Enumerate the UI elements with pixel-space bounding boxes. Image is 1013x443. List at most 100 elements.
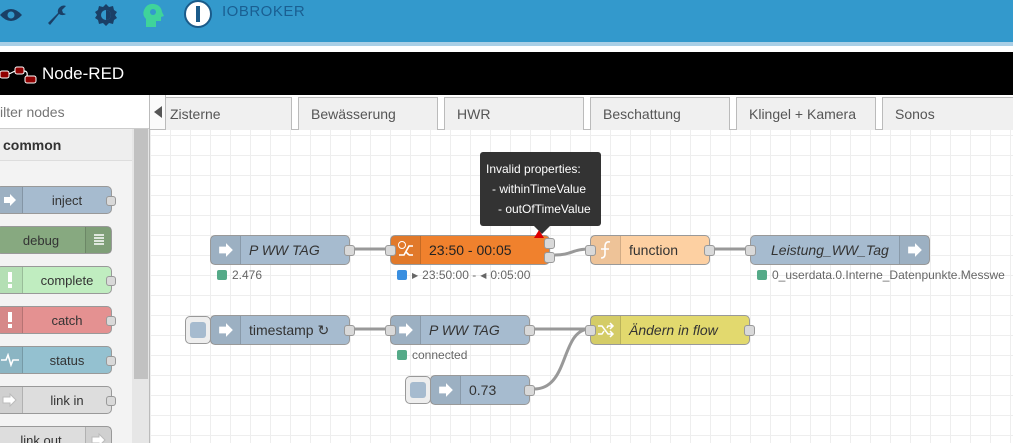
tab-scroll-left-button[interactable]: [150, 95, 166, 129]
flow-node-label: Leistung_WW_Tag: [771, 242, 889, 258]
arrow-right-icon: [899, 236, 929, 264]
tab-label: HWR: [457, 106, 491, 122]
flow-node-timestamp-inject[interactable]: timestamp ↻: [210, 315, 355, 345]
iobroker-logo-icon: [184, 0, 212, 28]
output-port[interactable]: [106, 396, 116, 406]
palette-node-complete[interactable]: complete: [0, 266, 116, 294]
output-port[interactable]: [524, 385, 535, 396]
back-icon: ◀: [480, 270, 487, 280]
output-port[interactable]: [106, 196, 116, 206]
output-port[interactable]: [744, 325, 755, 336]
settings-icon[interactable]: [93, 2, 119, 28]
status-text: 0_userdata.0.Interne_Datenpunkte.Messwe: [772, 268, 1005, 282]
palette-node-debug[interactable]: debug: [0, 226, 112, 254]
tab-klingel-kamera[interactable]: Klingel + Kamera: [736, 97, 876, 130]
palette-node-label: status: [49, 352, 85, 368]
palette-node-label: inject: [51, 192, 83, 208]
palette-node-label: debug: [22, 232, 60, 248]
output-port[interactable]: [524, 325, 535, 336]
arrow-right-icon: [211, 236, 241, 264]
flow-node-label: Ändern in flow: [629, 322, 718, 338]
output-port[interactable]: [106, 316, 116, 326]
flow-node-label: 23:50 - 00:05: [429, 242, 512, 258]
inject-trigger-button[interactable]: [185, 316, 211, 344]
brand-name: IOBROKER: [222, 3, 306, 20]
input-port[interactable]: [385, 325, 396, 336]
palette-node-label: link out: [20, 432, 62, 443]
output-port[interactable]: [106, 356, 116, 366]
node-palette: common inject debug complete catch statu…: [0, 95, 150, 443]
output-port[interactable]: [704, 245, 715, 256]
inject-button-face: [410, 382, 426, 398]
flow-node-change[interactable]: Ändern in flow: [585, 315, 755, 345]
tab-label: Zisterne: [170, 106, 221, 122]
status-dot: [397, 350, 407, 360]
tab-label: Beschattung: [603, 106, 681, 122]
status-text: 23:50:00 -: [422, 268, 477, 282]
flow-node-p-ww-tag-get[interactable]: P WW TAG: [385, 315, 535, 345]
palette-node-catch[interactable]: catch: [0, 306, 116, 334]
filter-nodes-input[interactable]: [0, 95, 149, 129]
arrow-right-icon: [391, 316, 421, 344]
flow-node-time-switch[interactable]: 23:50 - 00:05: [385, 230, 555, 265]
status-dot: [217, 270, 227, 280]
palette-category-header[interactable]: common: [0, 129, 132, 161]
tooltip-item: - outOfTimeValue: [498, 202, 591, 216]
shuffle-icon: [591, 316, 621, 344]
input-port[interactable]: [385, 245, 396, 256]
output-port[interactable]: [544, 252, 555, 263]
palette-scrollbar[interactable]: [132, 129, 149, 443]
status-text: connected: [412, 348, 468, 362]
exclamation-icon: [0, 307, 23, 333]
wrench-icon[interactable]: [44, 2, 70, 28]
eye-icon[interactable]: [0, 2, 22, 28]
flow-node-p-ww-tag-in[interactable]: P WW TAG: [210, 235, 355, 265]
error-triangle-icon: [534, 230, 544, 238]
tab-label: Bewässerung: [311, 106, 396, 122]
tab-bewaesserung[interactable]: Bewässerung: [298, 97, 438, 130]
inject-button-face: [190, 322, 206, 338]
tab-hwr[interactable]: HWR: [444, 97, 584, 130]
flow-tab-bar: Zisterne Bewässerung HWR Beschattung Kli…: [150, 95, 1013, 130]
status-text: 2.476: [232, 268, 263, 282]
iobroker-topbar: IOBROKER: [0, 0, 1013, 46]
node-red-logo-icon: [0, 66, 37, 84]
flow-node-leistung-ww-tag-out[interactable]: Leistung_WW_Tag: [745, 235, 930, 265]
arrow-right-icon: [431, 376, 461, 404]
inject-trigger-button[interactable]: [405, 376, 431, 404]
palette-category-label: common: [3, 137, 62, 153]
input-port[interactable]: [745, 245, 756, 256]
invalid-properties-tooltip: Invalid properties: - withinTimeValue - …: [480, 152, 601, 234]
tab-zisterne[interactable]: Zisterne: [166, 97, 292, 130]
output-port[interactable]: [544, 238, 555, 249]
flow-node-function[interactable]: function: [585, 235, 715, 265]
flow-workspace[interactable]: Zisterne Bewässerung HWR Beschattung Kli…: [150, 95, 1013, 443]
arrow-right-icon: [0, 187, 23, 213]
flow-node-value-inject[interactable]: 0.73: [430, 375, 535, 405]
node-status: connected: [397, 348, 467, 362]
palette-node-inject[interactable]: inject: [0, 186, 116, 214]
palette-node-status[interactable]: status: [0, 346, 116, 374]
palette-node-link-out[interactable]: link out: [0, 426, 112, 443]
flow-node-label: P WW TAG: [249, 242, 320, 258]
arrow-right-icon: [211, 316, 241, 344]
head-icon[interactable]: [141, 2, 165, 28]
tab-sonos[interactable]: Sonos: [882, 97, 1013, 130]
input-port[interactable]: [585, 245, 596, 256]
palette-node-link-in[interactable]: link in: [0, 386, 116, 414]
output-port[interactable]: [344, 325, 355, 336]
input-port[interactable]: [585, 325, 596, 336]
pulse-icon: [0, 347, 23, 373]
flow-node-label: function: [629, 242, 679, 258]
tab-label: Klingel + Kamera: [749, 106, 857, 122]
palette-scroll-thumb[interactable]: [134, 129, 148, 379]
output-port[interactable]: [106, 276, 116, 286]
caret-left-icon: [153, 106, 162, 118]
app-title: Node-RED: [42, 64, 125, 83]
palette-node-label: catch: [51, 312, 83, 328]
tab-beschattung[interactable]: Beschattung: [590, 97, 730, 130]
tab-label: Sonos: [895, 106, 935, 122]
function-icon: [591, 236, 621, 264]
list-icon: [85, 227, 111, 253]
output-port[interactable]: [344, 245, 355, 256]
